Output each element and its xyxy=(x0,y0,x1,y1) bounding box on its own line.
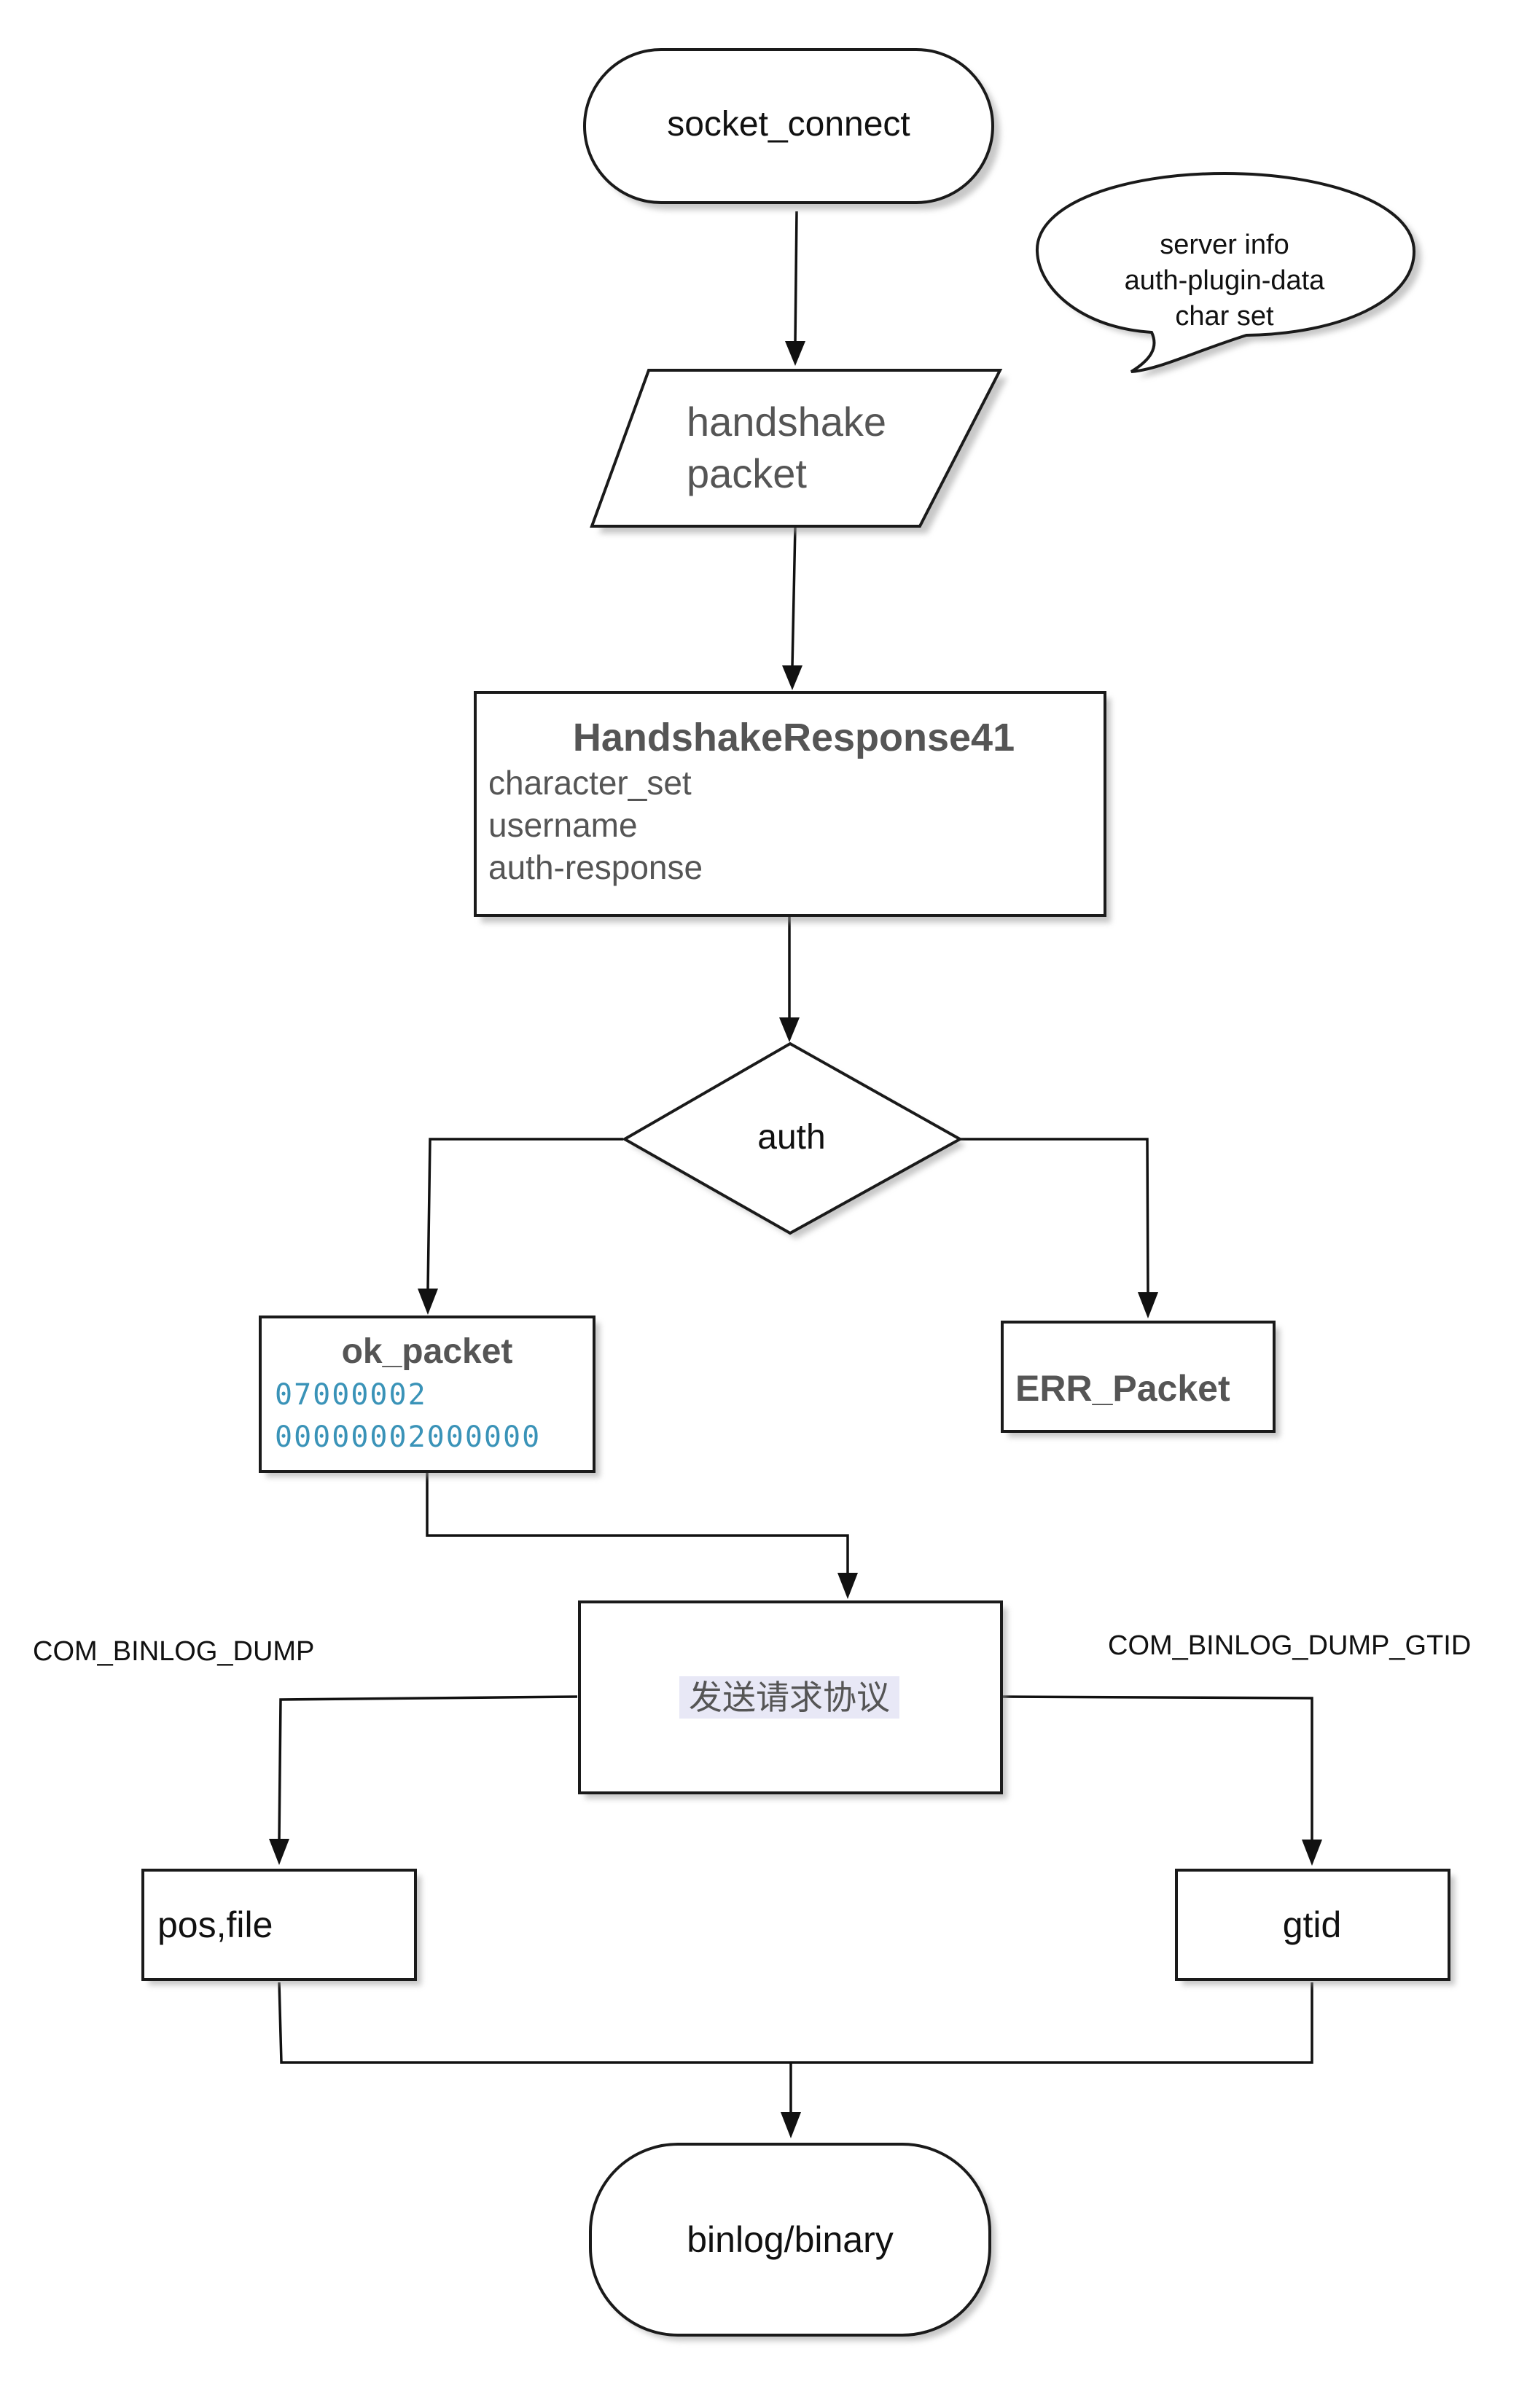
callout-line-1: server info xyxy=(1160,230,1289,260)
auth-shape xyxy=(621,1041,964,1235)
node-handshake-response: HandshakeResponse41 character_set userna… xyxy=(474,691,1111,923)
edge-request-to-posfile xyxy=(278,1695,578,1841)
edge-auth-to-err-arrowhead xyxy=(1138,1292,1158,1318)
edge-handshake-to-response xyxy=(791,525,797,668)
ok-packet-title: ok_packet xyxy=(342,1332,513,1371)
node-handshake-packet: handshake packet xyxy=(590,369,1007,533)
ok-packet-hex-1: 07000002 xyxy=(275,1378,427,1412)
edge-ok-to-request xyxy=(426,1472,849,1574)
ok-packet-shape xyxy=(259,1316,595,1473)
edge-handshake-to-response-arrowhead xyxy=(782,665,802,690)
edge-ok-to-request-arrowhead xyxy=(837,1573,858,1599)
handshake-packet-line-1: handshake xyxy=(687,399,886,445)
edge-connect-to-handshake xyxy=(794,211,798,343)
pos-file-shape xyxy=(141,1869,417,1981)
socket-connect-label: socket_connect xyxy=(667,105,910,144)
handshake-response-field-3: auth-response xyxy=(488,848,703,886)
send-request-label: 发送请求协议 xyxy=(689,1678,890,1716)
err-packet-shape xyxy=(1001,1321,1276,1433)
send-request-label-highlight xyxy=(679,1676,899,1719)
err-packet-label: ERR_Packet xyxy=(1015,1368,1230,1409)
edge-posfile-merge xyxy=(278,1982,1313,2064)
edge-response-to-auth-arrowhead xyxy=(779,1017,800,1042)
handshake-response-shape xyxy=(474,691,1106,917)
handshake-packet-shape xyxy=(590,369,1003,528)
edge-merge-to-binlog-arrowhead xyxy=(781,2112,801,2138)
label-com-binlog-dump-gtid: COM_BINLOG_DUMP_GTID xyxy=(1108,1630,1471,1661)
edge-auth-to-err xyxy=(958,1138,1149,1294)
callout-line-3: char set xyxy=(1175,301,1274,332)
edge-connect-to-handshake-arrowhead xyxy=(785,341,805,366)
ok-packet-hex-2: 00000002000000 xyxy=(275,1420,541,1454)
auth-label: auth xyxy=(757,1118,825,1157)
edges xyxy=(269,211,1322,2138)
node-gtid: gtid xyxy=(1175,1869,1455,1985)
socket-connect-shape xyxy=(583,48,994,204)
edge-auth-to-ok-arrowhead xyxy=(418,1289,438,1315)
gtid-shape xyxy=(1175,1869,1450,1981)
edge-request-to-gtid xyxy=(1000,1695,1313,1841)
binlog-label: binlog/binary xyxy=(687,2219,894,2260)
handshake-response-field-2: username xyxy=(488,806,638,844)
edge-request-to-posfile-arrowhead xyxy=(269,1839,289,1865)
callout-shape xyxy=(1035,171,1416,373)
edge-auth-to-ok xyxy=(426,1138,623,1291)
handshake-packet-line-2: packet xyxy=(687,450,807,496)
node-send-request: 发送请求协议 xyxy=(578,1600,1007,1799)
edge-request-to-gtid-arrowhead xyxy=(1302,1840,1322,1866)
node-pos-file: pos,file xyxy=(141,1869,421,1985)
node-ok-packet: ok_packet 07000002 00000002000000 xyxy=(259,1316,600,1477)
pos-file-label: pos,file xyxy=(157,1904,273,1945)
node-err-packet: ERR_Packet xyxy=(1001,1321,1280,1437)
label-com-binlog-dump: COM_BINLOG_DUMP xyxy=(33,1636,314,1667)
node-socket-connect: socket_connect xyxy=(583,48,1000,210)
handshake-response-field-1: character_set xyxy=(488,764,692,802)
node-binlog: binlog/binary xyxy=(589,2143,996,2341)
binlog-shape xyxy=(589,2143,991,2337)
callout-line-2: auth-plugin-data xyxy=(1125,265,1326,296)
handshake-response-title: HandshakeResponse41 xyxy=(573,716,1015,759)
node-server-info-callout: server info auth-plugin-data char set xyxy=(1035,171,1421,378)
node-auth: auth xyxy=(621,1041,966,1239)
gtid-label: gtid xyxy=(1283,1904,1342,1945)
